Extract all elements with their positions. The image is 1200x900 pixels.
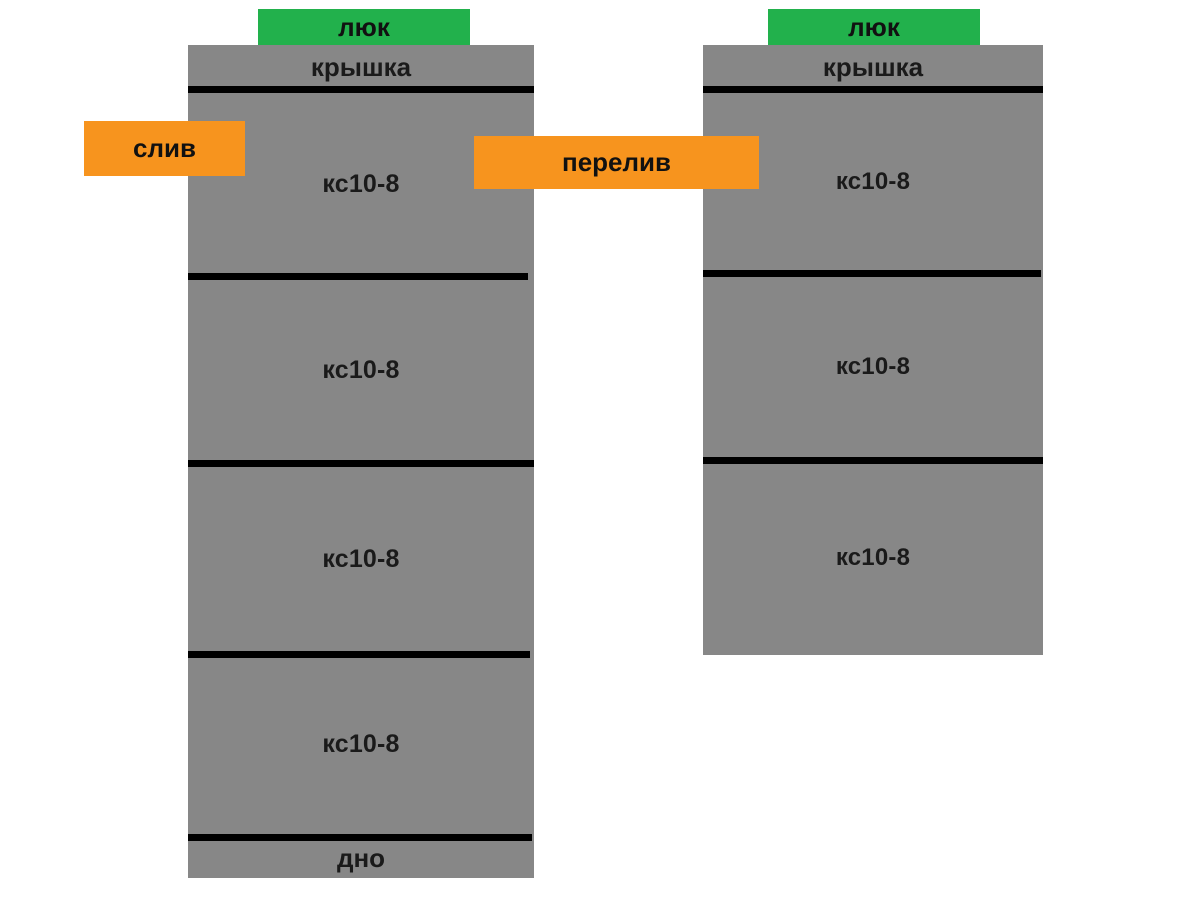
- left-ring-2-label: кс10-8: [322, 355, 400, 384]
- cover-label-left: крышка: [310, 52, 412, 82]
- drain-pipe-label: слив: [133, 133, 196, 163]
- hatch-right-label: люк: [848, 11, 900, 42]
- hatch-right: люк: [768, 9, 980, 45]
- left-ring-2: кс10-8: [188, 280, 534, 460]
- joint-left-4: [188, 651, 530, 658]
- left-ring-3: кс10-8: [188, 467, 534, 651]
- right-ring-2-label: кс10-8: [835, 353, 911, 380]
- bottom-label-left: дно: [336, 843, 386, 873]
- right-ring-3: кс10-8: [703, 464, 1043, 652]
- overflow-pipe: перелив: [474, 136, 759, 189]
- right-ring-2: кс10-8: [703, 277, 1043, 457]
- right-ring-1: кс10-8: [703, 93, 1043, 271]
- joint-right-3: [703, 457, 1043, 464]
- left-ring-4-label: кс10-8: [322, 730, 400, 758]
- left-ring-4: кс10-8: [188, 658, 534, 831]
- joint-right-2: [703, 270, 1041, 277]
- drain-pipe: слив: [84, 121, 245, 176]
- hatch-left: люк: [258, 9, 470, 45]
- joint-left-1: [188, 86, 534, 93]
- cover-label-right: крышка: [822, 52, 924, 82]
- overflow-pipe-label: перелив: [562, 147, 671, 177]
- right-ring-3-label: кс10-8: [835, 544, 911, 571]
- joint-right-1: [703, 86, 1043, 93]
- joint-left-3: [188, 460, 534, 467]
- right-ring-1-label: кс10-8: [835, 168, 911, 195]
- left-ring-1-label: кс10-8: [322, 169, 400, 198]
- left-ring-1: кс10-8: [188, 93, 534, 275]
- right-chamber-shaft: крышка кс10-8 кс10-8 кс10-8: [703, 45, 1043, 655]
- joint-left-bottom: [188, 834, 532, 841]
- joint-left-2: [188, 273, 528, 280]
- left-ring-3-label: кс10-8: [322, 544, 400, 573]
- hatch-left-label: люк: [338, 11, 390, 42]
